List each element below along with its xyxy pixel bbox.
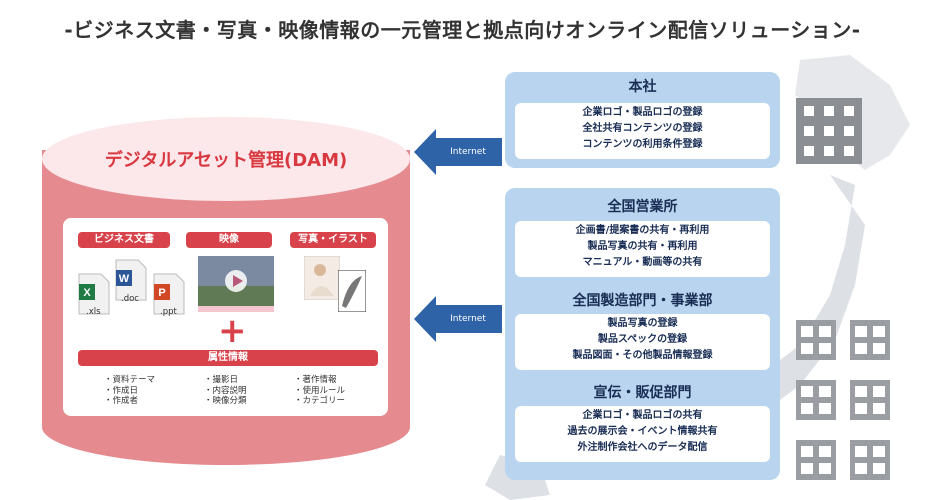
office-building-icon — [796, 98, 862, 164]
attr-item: ・撮影日 — [204, 375, 239, 385]
task-item: 企画書/提案書の共有・再利用 — [575, 225, 710, 236]
task-item: 過去の展示会・イベント情報共有 — [567, 426, 718, 437]
illustration-icon — [338, 270, 366, 312]
attr-item: ・作成日 — [104, 385, 139, 396]
doc-label: .doc — [121, 294, 139, 304]
category-business-docs: ビジネス文書 — [78, 232, 170, 248]
task-item: 製品図面・その他製品情報登録 — [572, 350, 713, 361]
svg-text:X: X — [83, 287, 91, 299]
attr-item: ・カテゴリー — [294, 396, 346, 406]
hq-tasks: 企業ロゴ・製品ロゴの登録 全社共有コンテンツの登録 コンテンツの利用条件登録 — [515, 103, 770, 159]
word-file-icon: W — [115, 259, 147, 301]
plus-icon: + — [218, 311, 247, 351]
page-title: -ビジネス文書・写真・映像情報の一元管理と拠点向けオンライン配信ソリューション- — [64, 18, 861, 42]
attr-item: ・資料テーマ — [104, 375, 156, 385]
attr-item: ・使用ルール — [294, 385, 346, 396]
task-item: 全社共有コンテンツの登録 — [582, 123, 703, 134]
attr-item: ・映像分類 — [204, 396, 247, 406]
arrow-left-icon — [414, 129, 436, 175]
internet-connection-1: Internet — [434, 138, 502, 166]
svg-text:W: W — [119, 273, 130, 285]
dam-cylinder-top — [42, 117, 410, 201]
excel-file-icon: X — [78, 273, 110, 315]
task-item: マニュアル・動画等の共有 — [582, 257, 703, 268]
hq-title: 本社 — [628, 79, 657, 95]
task-item: コンテンツの利用条件登録 — [582, 139, 703, 150]
attribute-info-bar: 属性情報 — [78, 350, 378, 366]
category-photo-illustration: 写真・イラスト — [290, 232, 376, 248]
sales-offices-title: 全国営業所 — [607, 199, 678, 215]
marketing-title: 宣伝・販促部門 — [593, 385, 692, 401]
video-thumbnail — [198, 256, 274, 306]
sales-offices-tasks: 企画書/提案書の共有・再利用 製品写真の共有・再利用 マニュアル・動画等の共有 — [515, 221, 770, 277]
svg-text:P: P — [158, 287, 165, 299]
marketing-tasks: 企業ロゴ・製品ロゴの共有 過去の展示会・イベント情報共有 外注制作会社へのデータ… — [515, 406, 770, 462]
manufacturing-title: 全国製造部門・事業部 — [572, 293, 713, 309]
powerpoint-file-icon: P — [153, 273, 185, 315]
manufacturing-tasks: 製品写真の登録 製品スペックの登録 製品図面・その他製品情報登録 — [515, 314, 770, 370]
category-video: 映像 — [186, 232, 272, 248]
arrow-left-icon — [414, 296, 436, 342]
task-item: 製品写真の登録 — [607, 318, 678, 329]
play-icon — [233, 275, 243, 287]
attr-item: ・著作情報 — [294, 375, 337, 385]
task-item: 企業ロゴ・製品ロゴの登録 — [582, 107, 703, 118]
internet-connection-2: Internet — [434, 305, 502, 333]
xls-label: .xls — [86, 307, 101, 317]
branch-buildings-icon — [796, 320, 890, 480]
ppt-label: .ppt — [160, 307, 177, 317]
attribute-column-1: ・資料テーマ ・作成日 ・作成者 — [104, 375, 155, 407]
task-item: 外注制作会社へのデータ配信 — [577, 442, 708, 453]
attribute-column-3: ・著作情報 ・使用ルール ・カテゴリー — [294, 375, 345, 407]
video-progress-bar — [198, 306, 274, 312]
dam-title: デジタルアセット管理(DAM) — [104, 150, 348, 171]
photo-icon — [304, 256, 340, 300]
attribute-column-2: ・撮影日 ・内容説明 ・映像分類 — [204, 375, 247, 407]
attr-item: ・作成者 — [104, 396, 139, 406]
dam-asset-panel — [63, 218, 388, 416]
task-item: 製品スペックの登録 — [597, 334, 688, 345]
task-item: 企業ロゴ・製品ロゴの共有 — [582, 410, 703, 421]
attr-item: ・内容説明 — [204, 385, 247, 396]
task-item: 製品写真の共有・再利用 — [587, 241, 698, 252]
